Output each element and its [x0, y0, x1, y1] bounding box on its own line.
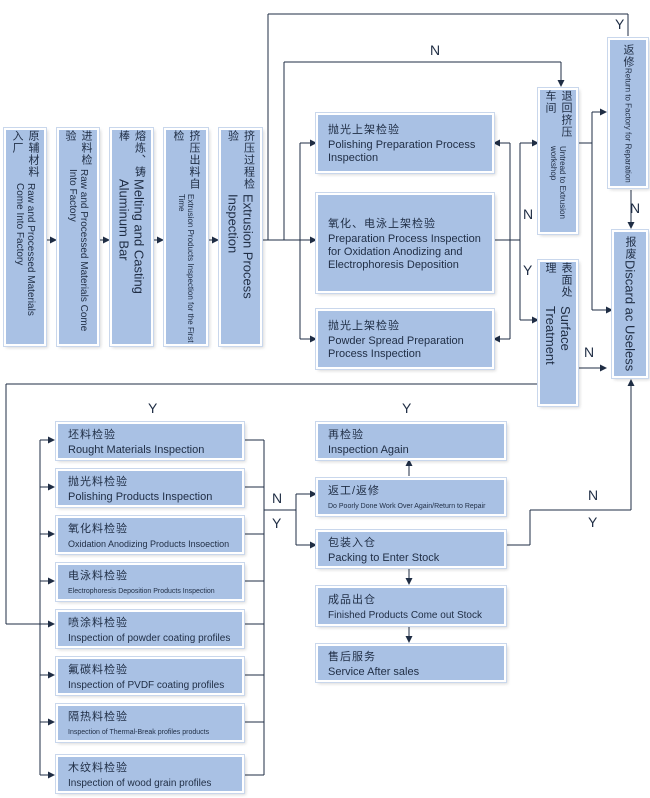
oxidation-product-zh: 氧化料检验 — [68, 522, 128, 535]
inspect-again-en: Inspection Again — [328, 443, 409, 456]
raw-materials-en: Raw and Processed Materials Come Into Fa… — [14, 183, 36, 316]
melting-en: Melting and Casting Aluminum Bar — [116, 179, 147, 295]
extrusion-process-box: 挤压过程检验 Extrusion Process Inspection — [219, 128, 262, 346]
pvdf-product-box: 氟碳料检验 Inspection of PVDF coating profile… — [56, 657, 244, 695]
powder-prep-en: Powder Spread Preparation Process Inspec… — [328, 335, 464, 360]
after-sales-box: 售后服务 Service After sales — [316, 644, 506, 682]
discard-en: Discard ac Useless — [622, 260, 638, 372]
extrusion-first-box: 挤压出料自检 Extrusion Products Inspection for … — [164, 128, 208, 346]
label-y-branch: Y — [272, 515, 282, 531]
polishing-prep-box: 抛光上架检验 Polishing Preparation Process Ins… — [316, 113, 494, 173]
oxidation-product-en: Oxidation Anodizing Products Insoection — [68, 538, 230, 549]
label-y-center: Y — [402, 400, 412, 416]
wood-grain-product-en: Inspection of wood grain profiles — [68, 777, 212, 789]
polishing-product-zh: 抛光料检验 — [68, 475, 128, 488]
packing-zh: 包装入仓 — [328, 536, 376, 549]
polishing-prep-en: Polishing Preparation Process Inspection — [328, 139, 476, 164]
oxidation-prep-zh: 氧化、电泳上架检验 — [328, 217, 436, 230]
polishing-prep-zh: 抛光上架检验 — [328, 124, 400, 136]
powder-product-box: 喷涂料检验 Inspection of powder coating profi… — [56, 610, 244, 648]
pvdf-product-zh: 氟碳料检验 — [68, 663, 128, 676]
thermal-break-product-en: Inspection of Thermal-Break profiles pro… — [68, 728, 210, 736]
label-y-top: Y — [615, 16, 625, 32]
extrusion-first-en: Extrusion Products Inspection for the Fi… — [177, 194, 195, 343]
finished-out-box: 成品出仓 Finished Products Come out Stock — [316, 586, 506, 626]
electrophoresis-product-en: Electrophoresis Deposition Products Insp… — [68, 587, 215, 595]
rework-box: 返工/返修 Do Poorly Done Work Over Again/Ret… — [316, 478, 506, 516]
return-workshop-zh: 退回挤压车间 — [544, 90, 572, 138]
incoming-inspection-zh: 进料检验 — [64, 130, 92, 166]
return-factory-en: Return to Factory for Reparation — [623, 67, 633, 183]
label-n-surface: N — [584, 344, 595, 360]
surface-treatment-en: Surface Treatment — [543, 305, 573, 365]
powder-prep-zh: 抛光上架检验 — [328, 320, 400, 332]
electrophoresis-product-box: 电泳料检验 Electrophoresis Deposition Product… — [56, 563, 244, 601]
thermal-break-product-zh: 隔热料检验 — [68, 710, 128, 723]
polishing-product-en: Polishing Products Inspection — [68, 490, 213, 503]
label-n-discard: N — [630, 200, 641, 216]
inspect-again-box: 再检验 Inspection Again — [316, 422, 506, 460]
rough-inspection-zh: 坯料检验 — [68, 428, 116, 441]
label-n-top: N — [430, 42, 441, 58]
finished-out-en: Finished Products Come out Stock — [328, 609, 482, 621]
surface-treatment-box: 表面处理 Surface Treatment — [538, 260, 578, 406]
return-factory-zh: 返修 — [622, 43, 634, 68]
thermal-break-product-box: 隔热料检验 Inspection of Thermal-Break profil… — [56, 704, 244, 742]
raw-materials-zh: 原辅材料入厂 — [11, 130, 39, 178]
extrusion-process-en: Extrusion Process Inspection — [225, 194, 256, 300]
label-y-right: Y — [588, 514, 598, 530]
oxidation-prep-box: 氧化、电泳上架检验 Preparation Process Inspection… — [316, 193, 494, 293]
wood-grain-product-zh: 木纹料检验 — [68, 761, 128, 774]
label-n-branch: N — [272, 490, 283, 506]
rework-en: Do Poorly Done Work Over Again/Return to… — [328, 502, 486, 510]
oxidation-product-box: 氧化料检验 Oxidation Anodizing Products Insoe… — [56, 516, 244, 554]
packing-en: Packing to Enter Stock — [328, 551, 440, 564]
incoming-inspection-en: Raw and Processed Materials Come Into Fa… — [67, 168, 89, 331]
extrusion-process-zh: 挤压过程检验 — [226, 130, 255, 190]
powder-prep-box: 抛光上架检验 Powder Spread Preparation Process… — [316, 309, 494, 369]
wood-grain-product-box: 木纹料检验 Inspection of wood grain profiles — [56, 755, 244, 793]
powder-product-zh: 喷涂料检验 — [68, 616, 128, 629]
rough-inspection-box: 坯料检验 Rought Materials Inspection — [56, 422, 244, 460]
surface-treatment-zh: 表面处理 — [544, 262, 572, 298]
label-n-right: N — [588, 487, 599, 503]
powder-product-en: Inspection of powder coating profiles — [68, 632, 231, 644]
melting-zh: 熔炼、铸棒 — [117, 130, 146, 178]
extrusion-first-zh: 挤压出料自检 — [172, 130, 200, 190]
packing-box: 包装入仓 Packing to Enter Stock — [316, 530, 506, 568]
after-sales-en: Service After sales — [328, 665, 420, 678]
label-n-mid: N — [523, 206, 534, 222]
raw-materials-box: 原辅材料入厂 Raw and Processed Materials Come I… — [4, 128, 46, 346]
finished-out-zh: 成品出仓 — [328, 593, 376, 606]
oxidation-prep-en: Preparation Process Inspection for Oxida… — [328, 232, 481, 271]
rough-inspection-en: Rought Materials Inspection — [68, 443, 205, 456]
discard-zh: 报废 — [624, 236, 636, 261]
rework-zh: 返工/返修 — [328, 484, 381, 497]
pvdf-product-en: Inspection of PVDF coating profiles — [68, 679, 225, 691]
after-sales-zh: 售后服务 — [328, 650, 376, 663]
polishing-product-box: 抛光料检验 Polishing Products Inspection — [56, 469, 244, 507]
electrophoresis-product-zh: 电泳料检验 — [68, 569, 128, 582]
label-y-left: Y — [148, 400, 158, 416]
inspect-again-zh: 再检验 — [328, 428, 364, 441]
return-workshop-box: 退回挤压车间 Untread to Extrusion workshop — [538, 88, 578, 234]
return-workshop-en: Untread to Extrusion workshop — [549, 146, 567, 220]
label-y-mid: Y — [523, 262, 533, 278]
